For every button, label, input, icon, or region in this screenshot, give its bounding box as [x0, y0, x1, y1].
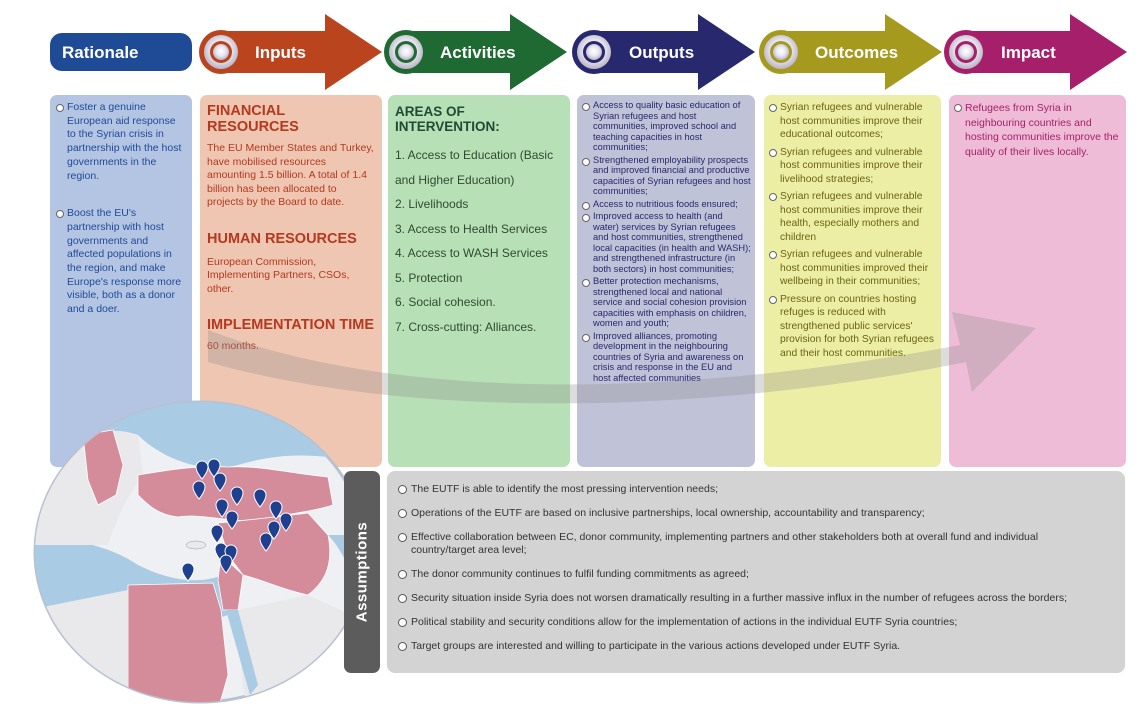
- activities-column: AREAS OF INTERVENTION: 1. Access to Educ…: [388, 95, 570, 467]
- outcome-item: Syrian refugees and vulnerable host comm…: [769, 248, 936, 289]
- outcomes-circle-icon: [759, 30, 803, 74]
- impact-arrow: [960, 14, 1127, 90]
- output-item: Improved access to health (and water) se…: [582, 211, 751, 274]
- financial-resources-text: The EU Member States and Turkey, have mo…: [207, 142, 374, 208]
- outcomes-title: Outcomes: [815, 43, 899, 62]
- assumption-item: Target groups are interested and willing…: [398, 640, 1118, 653]
- activities-arrow: [400, 14, 567, 90]
- assumptions-tab: Assumptions: [344, 471, 380, 673]
- activity-item: 7. Cross-cutting: Alliances.: [395, 319, 537, 334]
- outcome-item: Syrian refugees and vulnerable host comm…: [769, 190, 936, 244]
- activity-item: 6. Social cohesion.: [395, 295, 496, 309]
- assumption-item: Political stability and security conditi…: [398, 616, 1118, 629]
- inputs-arrow: [215, 14, 382, 90]
- assumptions-title: Assumptions: [353, 521, 371, 623]
- assumption-item: Security situation inside Syria does not…: [398, 592, 1118, 605]
- assumption-item: The donor community continues to fulfil …: [398, 568, 1118, 581]
- outcome-item: Pressure on countries hosting refuges is…: [769, 293, 936, 361]
- rationale-header: [50, 33, 192, 71]
- output-item: Access to quality basic education of Syr…: [582, 100, 751, 153]
- outputs-arrow: [588, 14, 755, 90]
- assumption-item: Effective collaboration between EC, dono…: [398, 531, 1118, 557]
- rationale-item: Foster a genuine European aid response t…: [56, 101, 186, 183]
- assumptions-list: The EUTF is able to identify the most pr…: [398, 483, 1118, 653]
- impact-column: Refugees from Syria in neighbouring coun…: [949, 95, 1126, 467]
- output-item: Improved alliances, promoting developmen…: [582, 331, 751, 384]
- activity-item: 4. Access to WASH Services: [395, 246, 548, 260]
- assumptions-panel: [387, 471, 1125, 673]
- outcomes-column: Syrian refugees and vulnerable host comm…: [764, 95, 941, 467]
- rationale-item: Boost the EU's partnership with host gov…: [56, 207, 186, 317]
- activities-circle-icon: [384, 30, 428, 74]
- activity-item: 1. Access to Education (Basic and Higher…: [395, 148, 554, 187]
- inputs-title: Inputs: [255, 43, 306, 62]
- location-pin-icons: [181, 458, 293, 582]
- output-item: Better protection mechanisms, strengthen…: [582, 276, 751, 329]
- header-arrows: [50, 14, 1127, 90]
- activity-item: 2. Livelihoods: [395, 197, 469, 211]
- financial-resources-title: FINANCIAL RESOURCES: [207, 103, 299, 135]
- outputs-column: Access to quality basic education of Syr…: [577, 95, 755, 467]
- outcome-item: Syrian refugees and vulnerable host comm…: [769, 101, 936, 142]
- output-item: Access to nutritious foods ensured;: [582, 199, 751, 209]
- assumption-item: The EUTF is able to identify the most pr…: [398, 483, 1118, 496]
- implementation-time-title: IMPLEMENTATION TIME: [207, 317, 375, 333]
- rationale-title: Rationale: [62, 43, 139, 62]
- activity-item: 3. Access to Health Services: [395, 221, 548, 236]
- implementation-time-text: 60 months.: [207, 340, 259, 352]
- outcomes-arrow: [775, 14, 942, 90]
- human-resources-title: HUMAN RESOURCES: [207, 230, 357, 247]
- impact-title: Impact: [1001, 43, 1056, 62]
- impact-circle-icon: [944, 30, 988, 74]
- activities-title: Activities: [440, 43, 516, 62]
- areas-of-intervention-title: AREAS OF INTERVENTION:: [395, 104, 500, 134]
- inputs-circle-icon: [199, 30, 243, 74]
- region-map: [33, 400, 367, 704]
- assumption-item: Operations of the EUTF are based on incl…: [398, 507, 1118, 520]
- output-item: Strengthened employability prospects and…: [582, 155, 751, 197]
- outputs-circle-icon: [572, 30, 616, 74]
- outputs-title: Outputs: [629, 43, 695, 62]
- outcome-item: Syrian refugees and vulnerable host comm…: [769, 146, 936, 187]
- activity-item: 5. Protection: [395, 270, 463, 285]
- human-resources-text: European Commission, Implementing Partne…: [207, 255, 350, 295]
- impact-item: Refugees from Syria in neighbouring coun…: [954, 101, 1121, 159]
